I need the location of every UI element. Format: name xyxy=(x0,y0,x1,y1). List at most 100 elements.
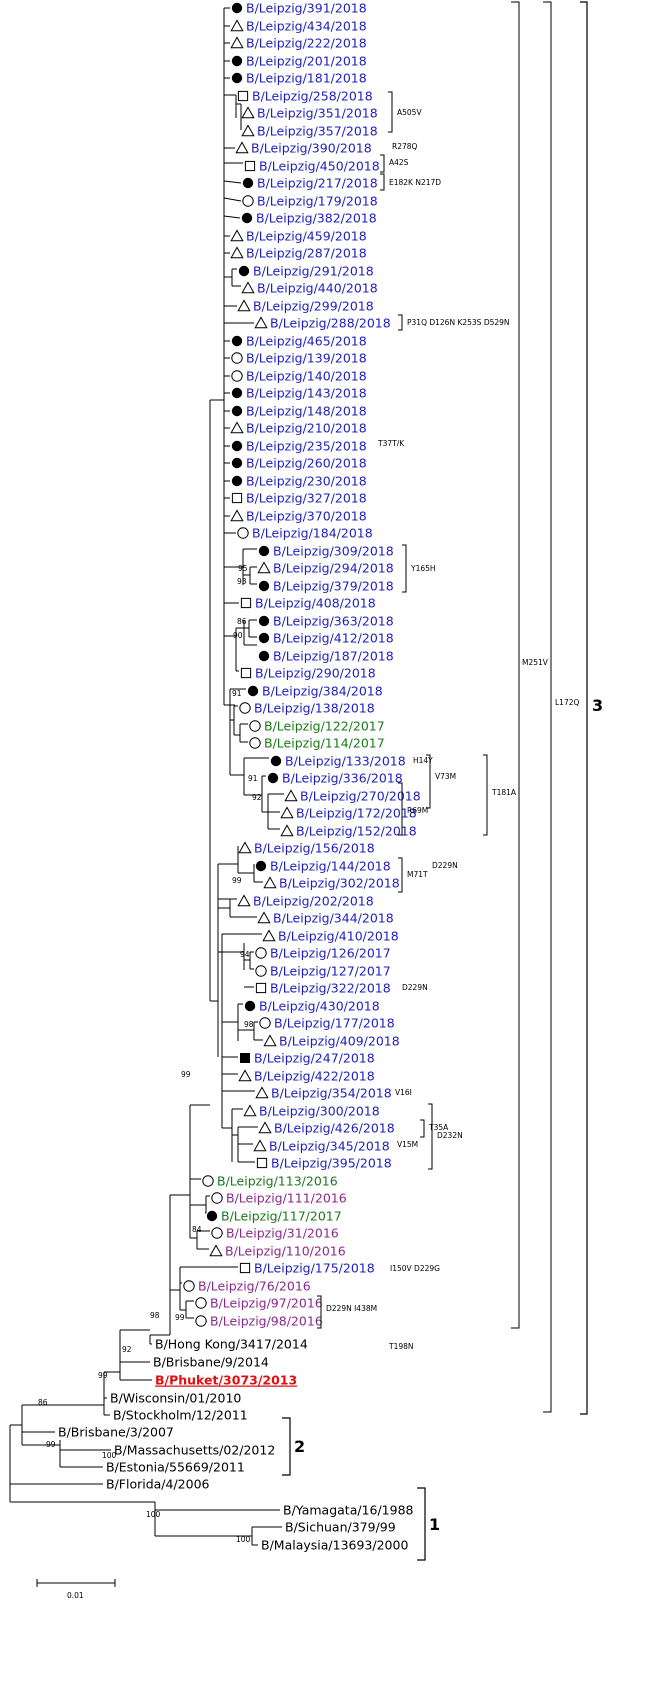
open-square-marker xyxy=(255,982,267,994)
taxon-label: B/Leipzig/408/2018 xyxy=(255,596,376,611)
open-triangle-marker xyxy=(237,894,251,907)
open-triangle-marker xyxy=(257,911,271,924)
taxon-label: B/Leipzig/290/2018 xyxy=(255,666,376,681)
open-triangle-marker xyxy=(209,1244,223,1257)
clade-label: 1 xyxy=(429,1515,440,1534)
open-circle-marker xyxy=(255,947,267,959)
mutation-label: E182K N217D xyxy=(389,178,441,187)
taxon-label: B/Leipzig/370/2018 xyxy=(246,509,367,524)
mutation-label: T37T/K xyxy=(377,439,405,448)
taxon-label: B/Brisbane/3/2007 xyxy=(58,1425,174,1440)
taxon-label: B/Leipzig/434/2018 xyxy=(246,19,367,34)
scale-bar: 0.01 xyxy=(36,1579,116,1600)
bootstrap-label: 95 xyxy=(238,564,248,573)
bootstrap-label: 100 xyxy=(102,1451,117,1460)
taxon-label: B/Leipzig/97/2016 xyxy=(210,1296,323,1311)
taxon-label: B/Leipzig/395/2018 xyxy=(271,1156,392,1171)
taxon-label: B/Leipzig/76/2016 xyxy=(198,1279,311,1294)
mutation-bracket xyxy=(398,782,403,836)
taxon-label: B/Leipzig/288/2018 xyxy=(270,316,391,331)
bootstrap-label: 93 xyxy=(237,577,247,586)
open-circle-marker xyxy=(195,1315,207,1327)
mutation-bracket xyxy=(420,1119,425,1138)
mutation-bracket xyxy=(398,857,403,893)
open-square-marker xyxy=(239,1262,251,1274)
mutation-label: M71T xyxy=(407,870,428,879)
bootstrap-label: 99 xyxy=(98,1371,108,1380)
taxon-label: B/Leipzig/98/2016 xyxy=(210,1314,323,1329)
taxon-label: B/Leipzig/111/2016 xyxy=(226,1191,347,1206)
mutation-bracket xyxy=(483,754,488,836)
taxon-label: B/Leipzig/122/2017 xyxy=(264,719,385,734)
taxon-label: B/Yamagata/16/1988 xyxy=(283,1503,414,1518)
filled-circle-marker xyxy=(231,335,243,347)
bootstrap-label: 100 xyxy=(236,1535,251,1544)
mutation-bracket xyxy=(543,1,552,1413)
mutation-label: H14Y xyxy=(413,756,433,765)
open-circle-marker xyxy=(211,1192,223,1204)
filled-circle-marker xyxy=(270,755,282,767)
clade-label: 2 xyxy=(294,1437,305,1456)
taxon-label: B/Massachusetts/02/2012 xyxy=(114,1443,275,1458)
taxon-label: B/Leipzig/344/2018 xyxy=(273,911,394,926)
taxon-label: B/Leipzig/299/2018 xyxy=(253,299,374,314)
taxon-label: B/Leipzig/336/2018 xyxy=(282,771,403,786)
taxon-label: B/Leipzig/117/2017 xyxy=(221,1209,342,1224)
bootstrap-label: 84 xyxy=(192,1225,202,1234)
taxon-label: B/Leipzig/113/2016 xyxy=(217,1174,338,1189)
taxon-label: B/Leipzig/230/2018 xyxy=(246,474,367,489)
filled-circle-marker xyxy=(231,387,243,399)
mutation-label: L172Q xyxy=(555,698,579,707)
taxon-label: B/Leipzig/450/2018 xyxy=(259,159,380,174)
bootstrap-label: 99 xyxy=(232,876,242,885)
taxon-label: B/Phuket/3073/2013 xyxy=(155,1373,297,1388)
mutation-label: V73M xyxy=(435,772,456,781)
filled-circle-marker xyxy=(231,457,243,469)
taxon-label: B/Leipzig/390/2018 xyxy=(251,141,372,156)
open-triangle-marker xyxy=(238,1069,252,1082)
filled-circle-marker xyxy=(242,177,254,189)
filled-circle-marker xyxy=(267,772,279,784)
taxon-label: B/Leipzig/382/2018 xyxy=(256,211,377,226)
bootstrap-label: 94 xyxy=(240,950,250,959)
open-triangle-marker xyxy=(243,1104,257,1117)
taxon-label: B/Leipzig/440/2018 xyxy=(257,281,378,296)
taxon-label: B/Leipzig/177/2018 xyxy=(274,1016,395,1031)
taxon-labels: B/Leipzig/391/2018B/Leipzig/434/2018B/Le… xyxy=(58,1,421,1553)
open-triangle-marker xyxy=(253,1139,267,1152)
mutation-label: T198N xyxy=(388,1342,414,1351)
open-circle-marker xyxy=(231,370,243,382)
taxon-label: B/Leipzig/114/2017 xyxy=(264,736,385,751)
open-circle-marker xyxy=(237,527,249,539)
bootstrap-label: 99 xyxy=(175,1313,185,1322)
taxon-label: B/Leipzig/202/2018 xyxy=(253,894,374,909)
mutation-brackets xyxy=(317,1,552,1413)
taxon-label: B/Leipzig/152/2018 xyxy=(296,824,417,839)
filled-circle-marker xyxy=(241,212,253,224)
bootstrap-label: 99 xyxy=(46,1440,56,1449)
taxon-label: B/Leipzig/235/2018 xyxy=(246,439,367,454)
taxon-label: B/Leipzig/363/2018 xyxy=(273,614,394,629)
open-triangle-marker xyxy=(230,229,244,242)
open-circle-marker xyxy=(211,1227,223,1239)
taxon-label: B/Sichuan/379/99 xyxy=(285,1520,396,1535)
open-triangle-marker xyxy=(257,561,271,574)
open-circle-marker xyxy=(183,1280,195,1292)
open-triangle-marker xyxy=(235,141,249,154)
taxon-label: B/Leipzig/410/2018 xyxy=(278,929,399,944)
open-triangle-marker xyxy=(263,1034,277,1047)
mutation-bracket xyxy=(388,91,393,133)
bootstrap-values: 9593869091919299949899849998929986991001… xyxy=(38,564,262,1544)
filled-circle-marker xyxy=(255,860,267,872)
mutation-bracket xyxy=(380,154,385,173)
clade-brackets: 321 xyxy=(282,1,603,1561)
taxon-label: B/Leipzig/300/2018 xyxy=(259,1104,380,1119)
bootstrap-label: 100 xyxy=(146,1510,161,1519)
open-triangle-marker xyxy=(237,299,251,312)
open-triangle-marker xyxy=(241,124,255,137)
filled-circle-marker xyxy=(231,475,243,487)
taxon-label: B/Leipzig/148/2018 xyxy=(246,404,367,419)
taxon-label: B/Leipzig/302/2018 xyxy=(279,876,400,891)
open-circle-marker xyxy=(255,965,267,977)
